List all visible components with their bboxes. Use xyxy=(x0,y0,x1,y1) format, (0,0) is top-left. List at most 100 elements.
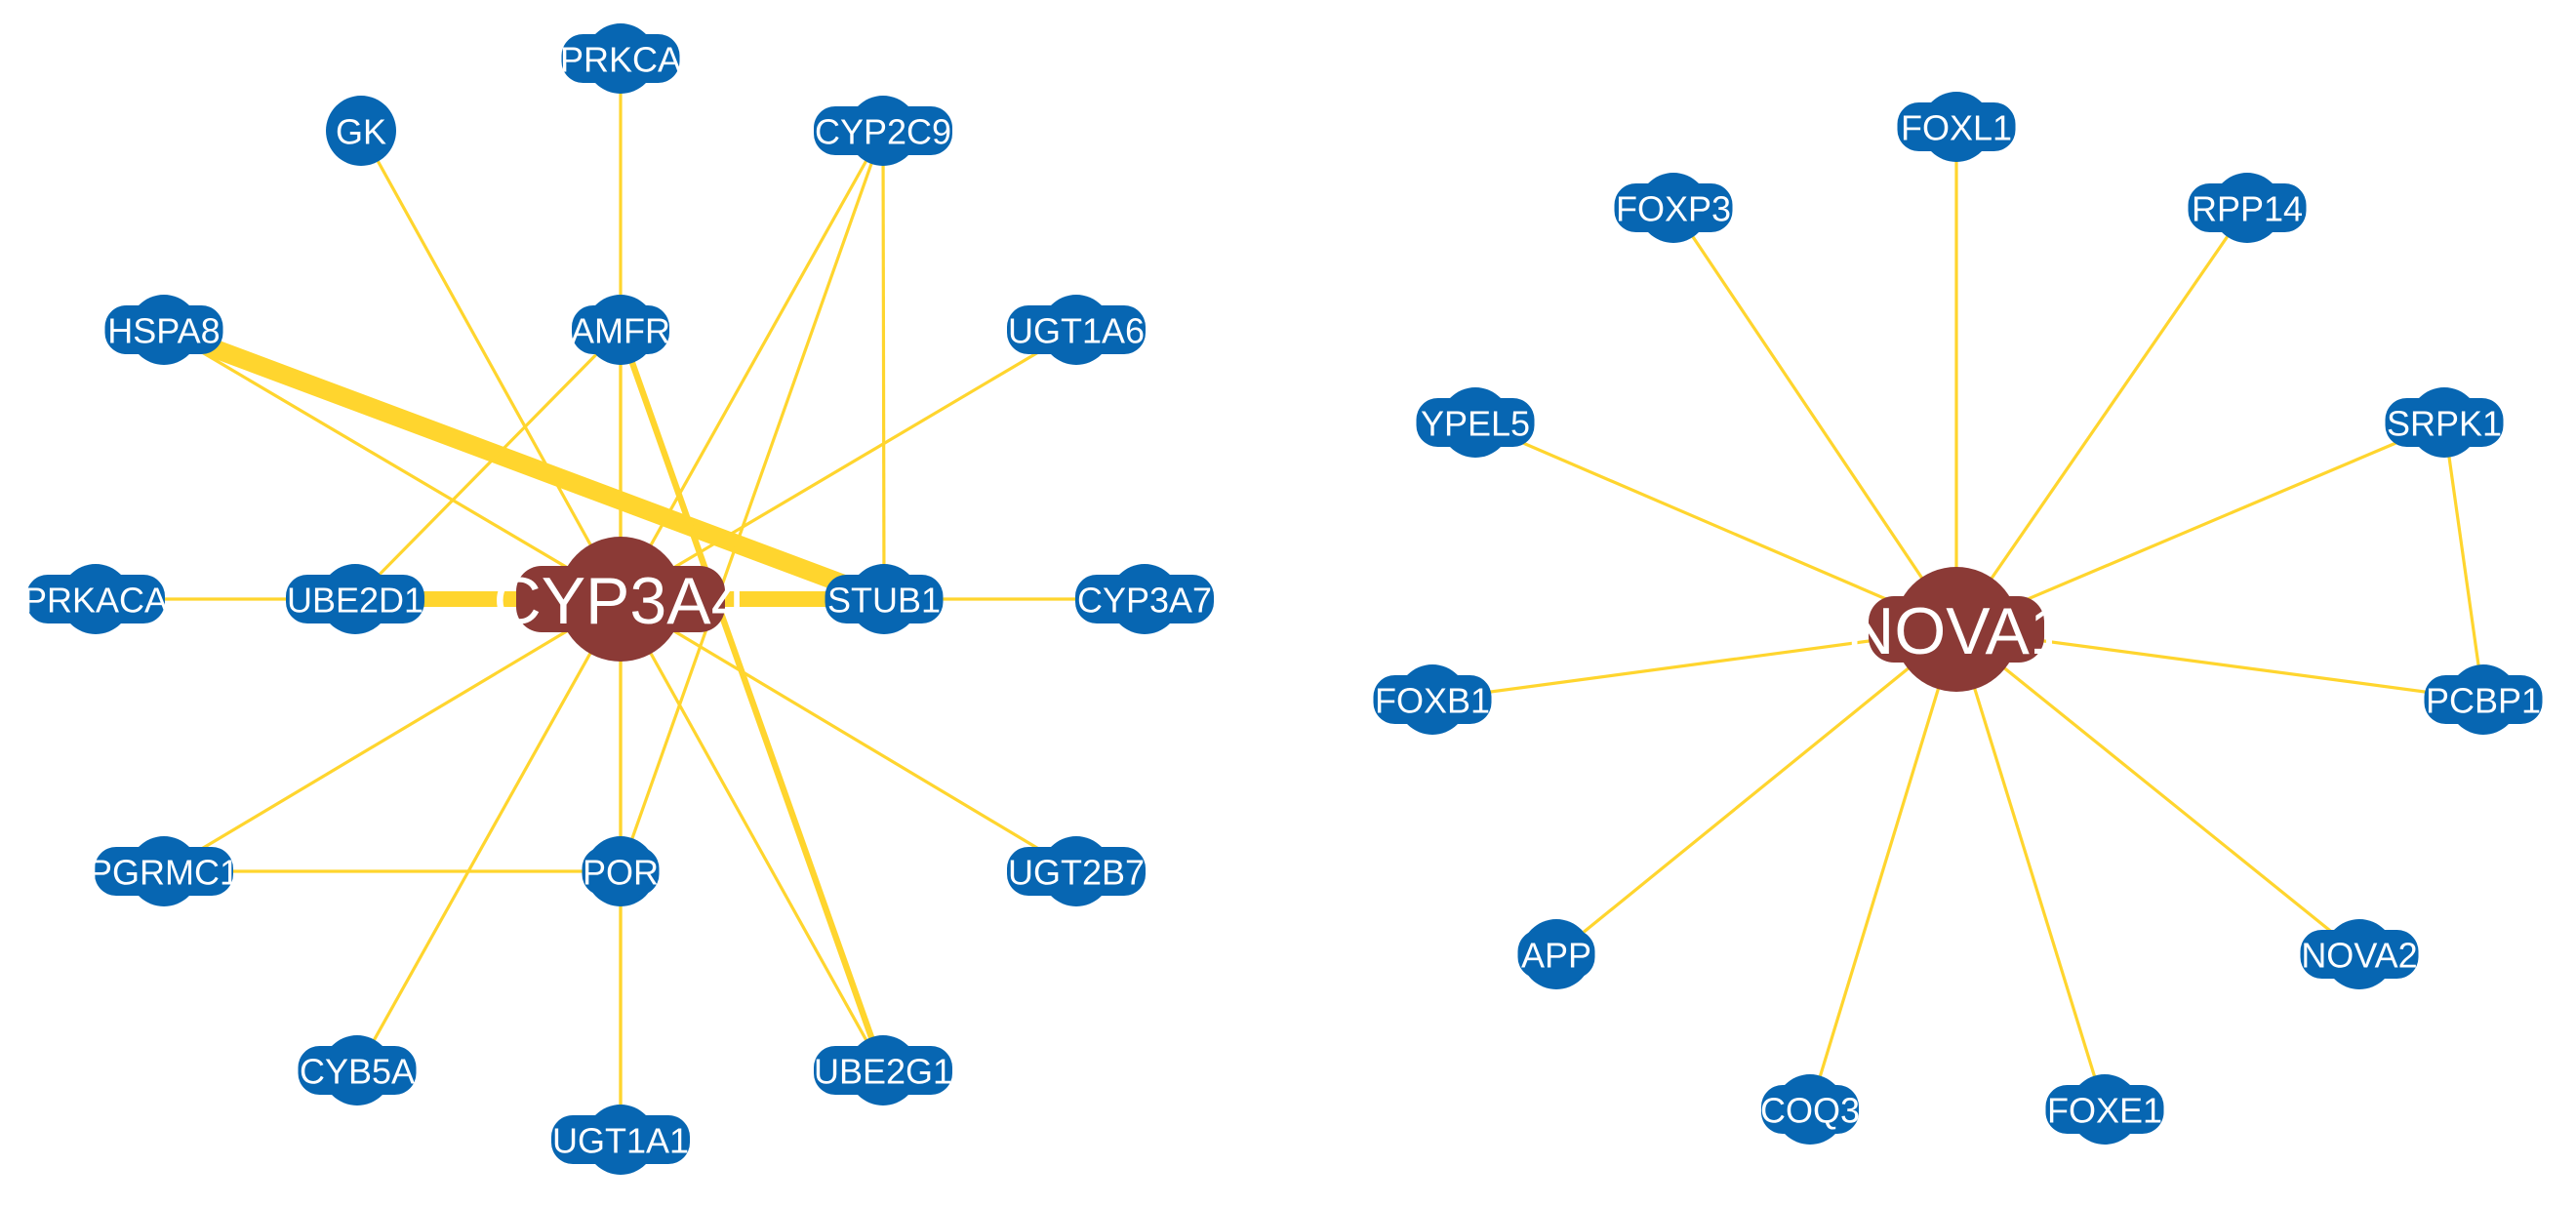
node-label-bg xyxy=(1761,1085,1859,1134)
node-rpp14[interactable]: RPP14 xyxy=(2188,173,2307,243)
node-label-bg xyxy=(104,305,223,354)
edge-nova1-foxp3 xyxy=(1671,207,1958,630)
edge-nova1-foxe1 xyxy=(1954,628,2107,1110)
node-nova2[interactable]: NOVA2 xyxy=(2300,919,2419,989)
node-cyp3a7[interactable]: CYP3A7 xyxy=(1075,564,1214,634)
node-label-bg xyxy=(1897,102,2016,151)
node-label-bg xyxy=(2300,930,2419,979)
node-label-ugt1a1: UGT1A1 xyxy=(552,1121,689,1161)
node-label-bg xyxy=(825,575,944,623)
node-label-bg xyxy=(2188,183,2307,232)
edge-nova1-nova2 xyxy=(1954,627,2361,956)
node-label-por: POR xyxy=(583,853,659,893)
node-label-bg xyxy=(814,1046,952,1095)
node-label-bg xyxy=(26,575,165,623)
node-label-nova2: NOVA2 xyxy=(2301,936,2417,976)
node-ube2d1[interactable]: UBE2D1 xyxy=(286,564,424,634)
node-gk[interactable]: GK xyxy=(326,96,396,166)
edge-nova1-pcbp1 xyxy=(1955,627,2484,702)
node-label-srpk1: SRPK1 xyxy=(2387,404,2502,444)
node-label-bg xyxy=(2424,675,2543,724)
node-label-app: APP xyxy=(1521,936,1591,976)
hub-node-label-bg xyxy=(516,566,725,632)
edge-cyp3a4-hspa8 xyxy=(163,328,622,601)
edge-cyp3a4-ube2g1 xyxy=(619,598,885,1071)
node-prkca[interactable]: PRKCA xyxy=(560,23,681,94)
node-label-bg xyxy=(1517,930,1595,979)
node-ugt1a1[interactable]: UGT1A1 xyxy=(551,1105,690,1175)
node-label-bg xyxy=(1075,575,1214,623)
edge-nova1-ypel5 xyxy=(1474,421,1957,631)
edge-por-cyp2c9 xyxy=(619,130,885,872)
edge-cyp3a4-cyb5a xyxy=(355,598,623,1071)
node-prkaca[interactable]: PRKACA xyxy=(23,564,168,634)
node-ugt1a6[interactable]: UGT1A6 xyxy=(1007,295,1146,365)
node-label-rpp14: RPP14 xyxy=(2192,189,2303,229)
edge-srpk1-pcbp1 xyxy=(2442,422,2485,701)
hub-node-label-bg xyxy=(1869,596,2044,663)
node-label-foxl1: FOXL1 xyxy=(1901,108,2012,148)
node-label-bg xyxy=(286,575,424,623)
node-label-bg xyxy=(1416,398,1535,447)
node-por[interactable]: POR xyxy=(582,836,660,906)
node-label-bg xyxy=(814,106,952,155)
node-srpk1[interactable]: SRPK1 xyxy=(2385,387,2504,458)
node-label-bg xyxy=(327,106,395,155)
node-label-coq3: COQ3 xyxy=(1760,1091,1860,1131)
node-label-bg xyxy=(1614,183,1733,232)
node-label-bg xyxy=(561,34,680,83)
edge-ube2d1-amfr xyxy=(353,328,623,601)
edge-nova1-srpk1 xyxy=(1955,421,2445,631)
node-label-bg xyxy=(2045,1085,2164,1134)
node-app[interactable]: APP xyxy=(1517,919,1595,989)
node-label-ugt2b7: UGT2B7 xyxy=(1008,853,1145,893)
node-foxl1[interactable]: FOXL1 xyxy=(1897,92,2016,162)
edge-cyp3a4-ugt2b7 xyxy=(620,597,1077,873)
edge-nova1-coq3 xyxy=(1808,628,1958,1110)
hub-node-nova1[interactable]: NOVA1 xyxy=(1846,567,2067,692)
node-ugt2b7[interactable]: UGT2B7 xyxy=(1007,836,1146,906)
node-label-ube2g1: UBE2G1 xyxy=(814,1052,952,1092)
node-label-cyp3a4: CYP3A4 xyxy=(494,564,748,638)
node-label-bg xyxy=(2385,398,2504,447)
edge-hspa8-stub1 xyxy=(160,321,888,608)
node-ypel5[interactable]: YPEL5 xyxy=(1416,387,1535,458)
node-label-bg xyxy=(582,847,660,896)
node-label-bg xyxy=(1373,675,1492,724)
edge-cyp3a4-pgrmc1 xyxy=(163,597,622,873)
edge-cyp3a4-cyp2c9 xyxy=(619,130,885,600)
node-stub1[interactable]: STUB1 xyxy=(825,564,944,634)
edge-amfr-ube2g1 xyxy=(617,328,887,1072)
edge-stub1-cyp2c9 xyxy=(881,130,886,600)
node-label-nova1: NOVA1 xyxy=(1846,594,2066,668)
node-label-hspa8: HSPA8 xyxy=(107,311,220,351)
node-label-prkca: PRKCA xyxy=(560,40,681,80)
edge-cyp3a4-ugt1a6 xyxy=(620,328,1077,601)
node-label-bg xyxy=(298,1046,417,1095)
node-coq3[interactable]: COQ3 xyxy=(1760,1074,1860,1145)
node-hspa8[interactable]: HSPA8 xyxy=(104,295,223,365)
node-label-cyb5a: CYB5A xyxy=(300,1052,415,1092)
edge-cyp3a4-gk xyxy=(359,130,623,600)
node-label-cyp2c9: CYP2C9 xyxy=(815,112,951,152)
node-cyp2c9[interactable]: CYP2C9 xyxy=(814,96,952,166)
node-label-bg xyxy=(1007,847,1146,896)
node-label-prkaca: PRKACA xyxy=(23,581,168,621)
node-label-gk: GK xyxy=(336,112,386,152)
node-ube2g1[interactable]: UBE2G1 xyxy=(814,1035,952,1106)
node-label-ugt1a6: UGT1A6 xyxy=(1008,311,1145,351)
node-pcbp1[interactable]: PCBP1 xyxy=(2424,664,2543,735)
node-pgrmc1[interactable]: PGRMC1 xyxy=(89,836,239,906)
node-cyb5a[interactable]: CYB5A xyxy=(298,1035,417,1106)
node-foxe1[interactable]: FOXE1 xyxy=(2045,1074,2164,1145)
node-label-amfr: AMFR xyxy=(571,311,670,351)
node-label-pgrmc1: PGRMC1 xyxy=(89,853,239,893)
node-foxb1[interactable]: FOXB1 xyxy=(1373,664,1492,735)
node-label-pcbp1: PCBP1 xyxy=(2426,681,2541,721)
node-label-bg xyxy=(1007,305,1146,354)
node-amfr[interactable]: AMFR xyxy=(571,295,670,365)
node-foxp3[interactable]: FOXP3 xyxy=(1614,173,1733,243)
hub-node-cyp3a4[interactable]: CYP3A4 xyxy=(494,537,748,662)
